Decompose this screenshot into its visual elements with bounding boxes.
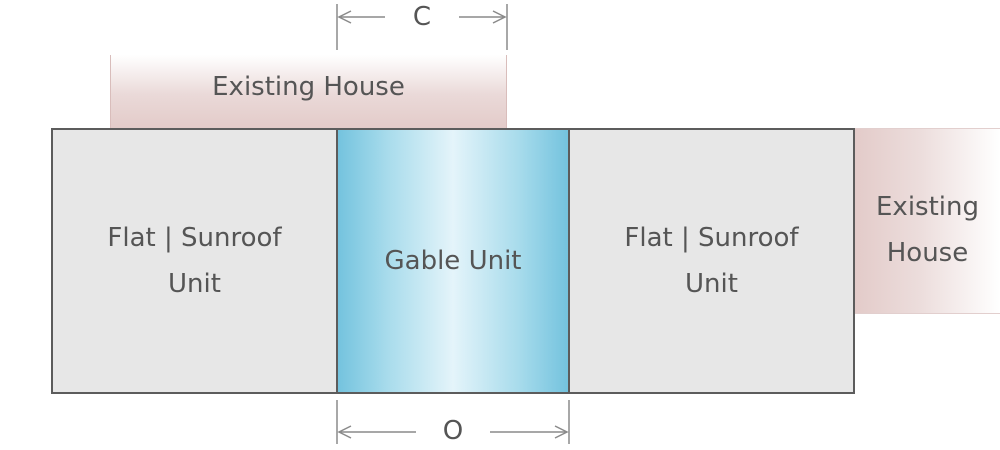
flat-sunroof-unit-left-line2: Unit xyxy=(168,269,221,299)
flat-sunroof-unit-right-line2: Unit xyxy=(685,269,738,299)
gable-unit: Gable Unit xyxy=(336,128,570,394)
flat-sunroof-unit-left-label: Flat | Sunroof Unit xyxy=(107,215,281,307)
dim-bottom-label: O xyxy=(442,416,464,446)
dim-top-arrow-left xyxy=(337,10,352,24)
flat-sunroof-unit-right-line1: Flat | Sunroof xyxy=(624,223,799,253)
existing-house-right xyxy=(855,128,1000,314)
dim-top-arrow-right xyxy=(492,10,507,24)
flat-sunroof-unit-left-line1: Flat | Sunroof xyxy=(107,223,282,253)
existing-house-top-label: Existing House xyxy=(212,72,405,102)
flat-sunroof-unit-right: Flat | Sunroof Unit xyxy=(568,128,855,394)
flat-sunroof-unit-right-label: Flat | Sunroof Unit xyxy=(624,215,798,307)
gable-unit-label: Gable Unit xyxy=(384,246,522,276)
existing-house-right-label-line1: Existing xyxy=(876,192,979,222)
existing-house-right-label-line2: House xyxy=(886,238,969,268)
dim-bottom-arrow-right xyxy=(554,425,569,439)
existing-house-right-label: Existing House xyxy=(855,184,1000,276)
existing-house-top xyxy=(110,55,507,128)
dim-top-label: C xyxy=(412,2,432,32)
dim-bottom-arrow-left xyxy=(337,425,352,439)
flat-sunroof-unit-left: Flat | Sunroof Unit xyxy=(51,128,338,394)
